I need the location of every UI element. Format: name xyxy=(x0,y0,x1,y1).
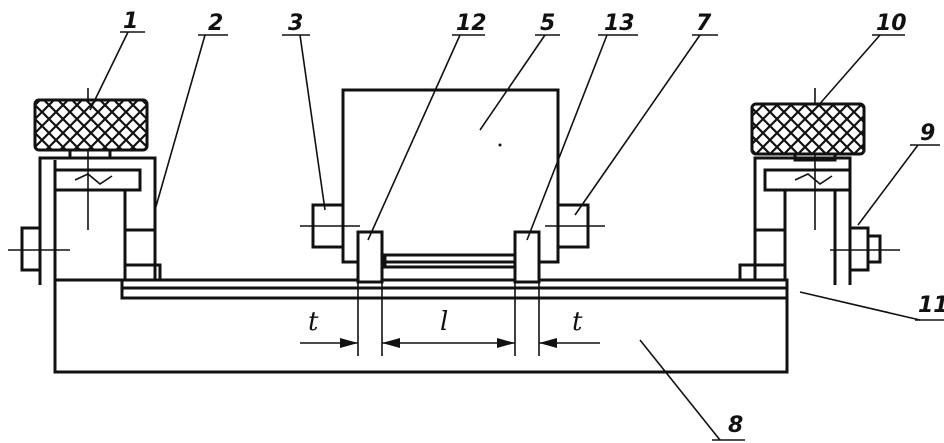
plate-bottom xyxy=(120,286,789,300)
right-bolt-head xyxy=(866,234,882,264)
contact-13 xyxy=(513,230,541,284)
left-foot xyxy=(123,263,162,282)
left-spring xyxy=(74,173,113,185)
leader-12 xyxy=(367,34,461,241)
label-3: 3 xyxy=(288,11,303,36)
label-13: 13 xyxy=(604,11,635,36)
leader-5 xyxy=(479,34,546,131)
right-clamp-inner xyxy=(763,168,852,192)
dim-arrow-left xyxy=(340,338,358,348)
right-knob xyxy=(750,102,866,156)
label-9: 9 xyxy=(920,121,935,146)
leader-3 xyxy=(299,34,326,211)
dim-label-t-left: t xyxy=(308,307,319,337)
label-5: 5 xyxy=(540,11,555,36)
left-clamp-inner xyxy=(53,168,142,192)
leader-11 xyxy=(799,291,921,321)
dim-arrow-mid-l xyxy=(382,338,400,348)
right-bolt xyxy=(848,226,870,272)
leader-1 xyxy=(89,31,129,111)
right-block xyxy=(753,228,787,282)
label-2: 2 xyxy=(208,11,223,36)
dim-arrow-mid-r xyxy=(497,338,515,348)
center-component xyxy=(341,88,560,264)
dim-arrow-right xyxy=(539,338,557,348)
contact-12 xyxy=(356,230,384,284)
left-knob-base xyxy=(68,148,112,160)
leader-10 xyxy=(809,34,881,116)
label-10: 10 xyxy=(876,11,907,36)
leader-8 xyxy=(639,339,721,441)
leader-2 xyxy=(154,34,206,211)
dim-label-l: l xyxy=(440,307,448,337)
leader-9 xyxy=(857,144,919,226)
left-bolt xyxy=(20,226,42,272)
label-12: 12 xyxy=(456,11,487,36)
right-knob-base xyxy=(793,152,837,162)
center-dot xyxy=(498,143,502,147)
label-11: 11 xyxy=(918,293,944,318)
label-1: 1 xyxy=(123,9,138,34)
right-foot xyxy=(738,263,787,282)
leader-13 xyxy=(526,34,608,241)
base-rect xyxy=(53,278,789,374)
dim-label-t-right: t xyxy=(572,307,583,337)
leader-7 xyxy=(574,34,701,216)
label-8: 8 xyxy=(728,413,743,438)
right-spring xyxy=(794,173,833,185)
label-7: 7 xyxy=(696,11,712,36)
left-block xyxy=(123,228,157,282)
